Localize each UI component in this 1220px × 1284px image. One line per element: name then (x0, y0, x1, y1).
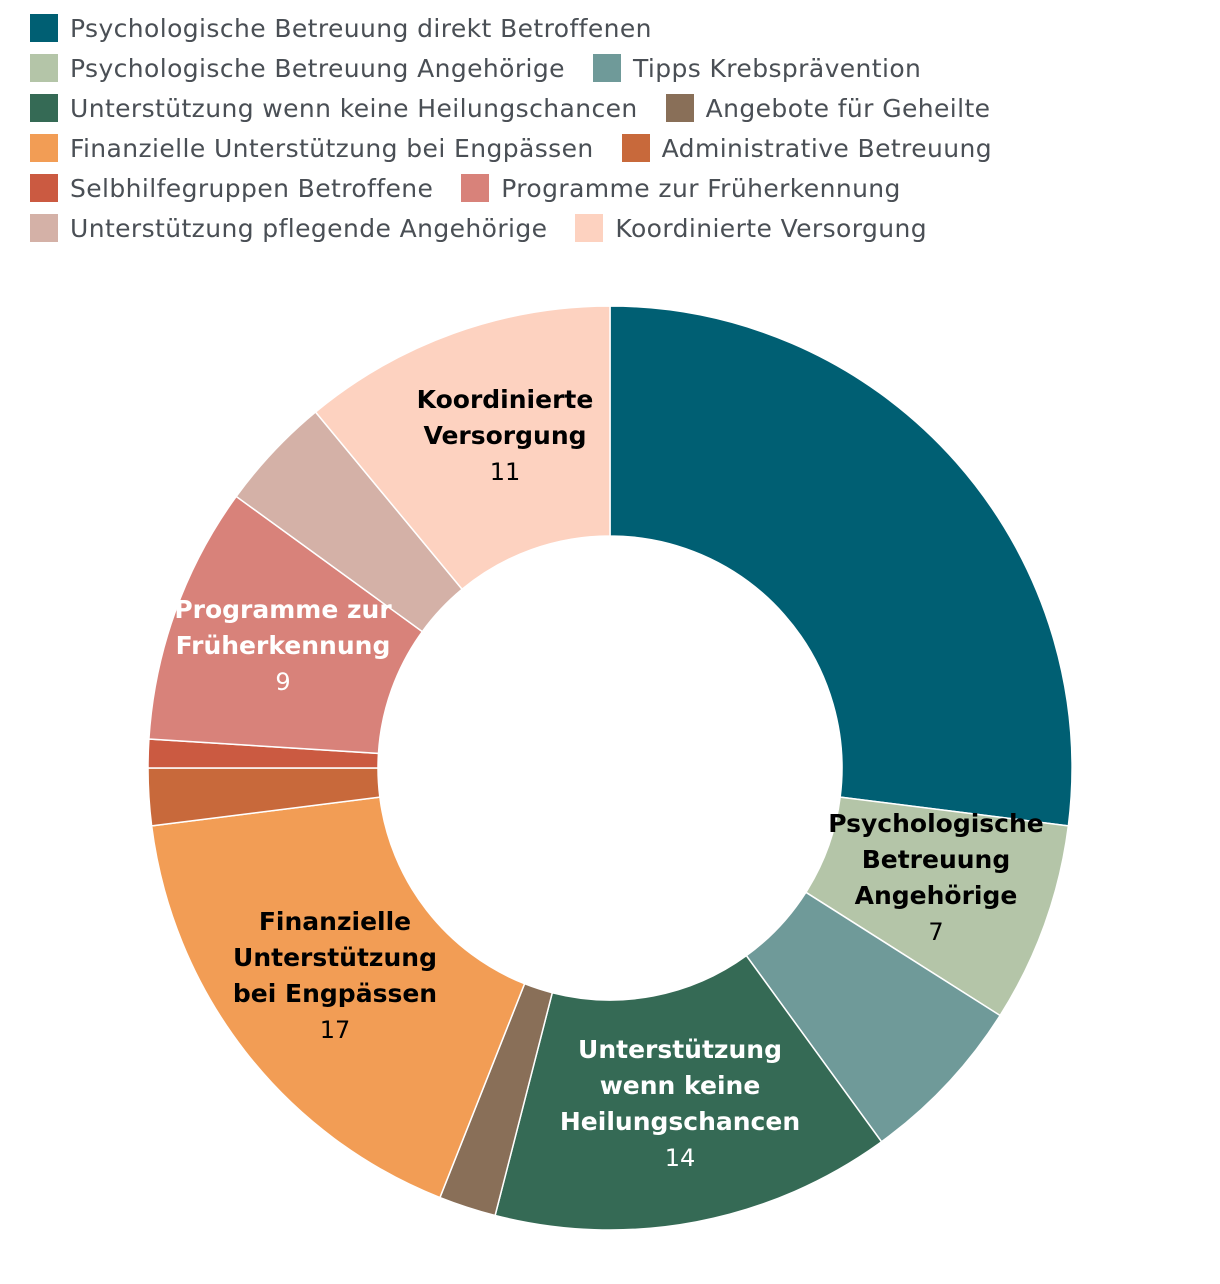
legend-row: Unterstützung wenn keine Heilungschancen… (30, 88, 1018, 128)
legend-item: Angebote für Geheilte (665, 93, 991, 123)
legend-label: Tipps Krebsprävention (632, 53, 922, 83)
legend-item: Selbhilfegruppen Betroffene (30, 174, 433, 203)
slice-label-name: Versorgung (423, 421, 586, 450)
legend-label: Programme zur Früherkennung (501, 173, 901, 203)
slice-label-value: 9 (275, 668, 290, 696)
legend-swatch (575, 214, 604, 242)
legend-swatch (592, 54, 621, 82)
donut-slice (609, 305, 1073, 827)
legend-item: Programme zur Früherkennung (461, 174, 901, 203)
legend-item: Finanzielle Unterstützung bei Engpässen (30, 134, 594, 163)
legend-swatch (30, 134, 58, 162)
slice-label-value: 7 (928, 918, 943, 946)
legend-swatch (30, 94, 58, 122)
slice-label-name: Angehörige (855, 881, 1018, 910)
legend-swatch (665, 94, 694, 122)
slice-label-name: Betreuung (862, 845, 1011, 874)
slice-label-name: bei Engpässen (233, 979, 437, 1008)
legend-swatch (30, 174, 58, 202)
slice-label-name: Psychologische (828, 809, 1044, 838)
legend-swatch (30, 14, 58, 42)
legend-item: Psychologische Betreuung direkt Betroffe… (30, 14, 652, 43)
donut-slice (314, 305, 611, 591)
legend-row: Psychologische Betreuung direkt Betroffe… (30, 8, 680, 48)
legend-item: Unterstützung pflegende Angehörige (30, 214, 547, 243)
legend-swatch (30, 214, 58, 242)
slice-label-name: Programme zur (174, 595, 392, 624)
legend-label: Selbhilfegruppen Betroffene (70, 173, 434, 203)
slice-label-value: 14 (665, 1144, 696, 1172)
legend-swatch (30, 54, 58, 82)
chart-legend: Psychologische Betreuung direkt Betroffe… (0, 0, 1220, 260)
slice-label-name: Früherkennung (176, 631, 391, 660)
legend-row: Finanzielle Unterstützung bei Engpässen A… (30, 128, 1020, 168)
slice-label-name: Finanzielle (259, 907, 411, 936)
legend-label: Unterstützung pflegende Angehörige (70, 213, 548, 243)
slice-label-value: 11 (490, 458, 521, 486)
slice-label-name: Unterstützung (233, 943, 437, 972)
slice-label-value: 17 (320, 1016, 351, 1044)
donut-slice (494, 954, 883, 1231)
legend-label: Psychologische Betreuung direkt Betroffe… (70, 13, 652, 43)
legend-row: Unterstützung pflegende Angehörige Koordi… (30, 208, 955, 248)
legend-swatch (621, 134, 650, 162)
slice-label-name: Koordinierte (417, 385, 594, 414)
slice-label-name: Unterstützung (578, 1035, 782, 1064)
legend-item: Unterstützung wenn keine Heilungschancen (30, 94, 638, 123)
legend-label: Administrative Betreuung (661, 133, 992, 163)
legend-row: Psychologische Betreuung Angehörige Tipps… (30, 48, 949, 88)
legend-label: Finanzielle Unterstützung bei Engpässen (70, 133, 594, 163)
slice-label-name: wenn keine (600, 1071, 761, 1100)
legend-item: Koordinierte Versorgung (575, 214, 927, 243)
legend-item: Psychologische Betreuung Angehörige (30, 54, 565, 83)
slice-label-name: Heilungschancen (560, 1107, 800, 1136)
legend-item: Tipps Krebsprävention (592, 53, 922, 83)
legend-swatch (461, 174, 490, 202)
legend-label: Angebote für Geheilte (705, 93, 991, 123)
legend-label: Psychologische Betreuung Angehörige (70, 53, 565, 83)
legend-label: Koordinierte Versorgung (615, 213, 927, 243)
donut-slice (150, 796, 526, 1199)
legend-item: Administrative Betreuung (621, 133, 992, 163)
legend-label: Unterstützung wenn keine Heilungschancen (70, 93, 638, 123)
legend-row: Selbhilfegruppen Betroffene Programme zur… (30, 168, 929, 208)
